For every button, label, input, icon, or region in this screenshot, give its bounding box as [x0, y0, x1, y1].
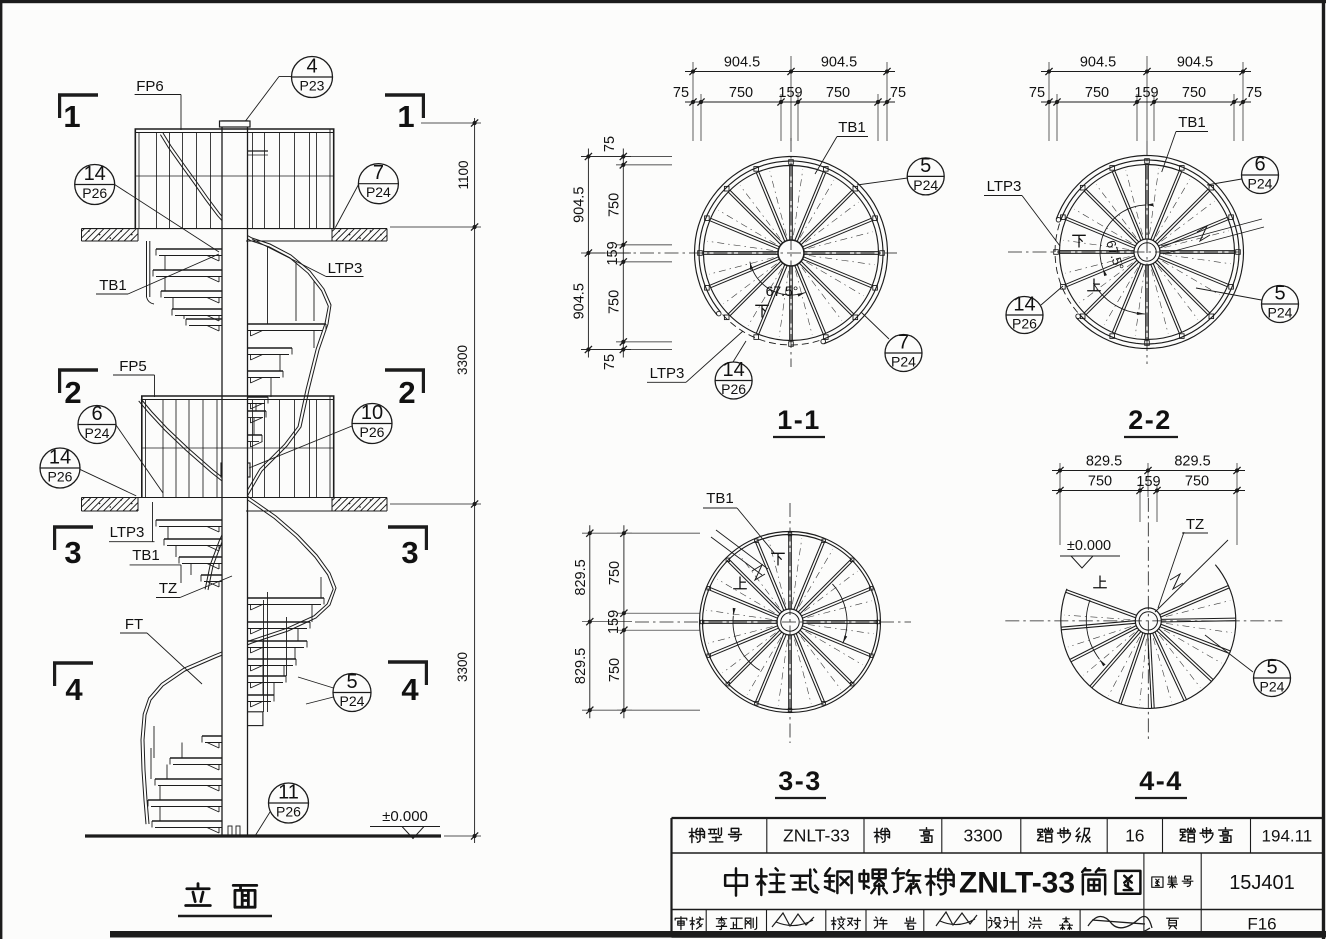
- svg-text:TB1: TB1: [838, 119, 866, 136]
- svg-text:P24: P24: [1268, 305, 1293, 321]
- svg-text:829.5: 829.5: [1174, 454, 1210, 470]
- svg-text:±0.000: ±0.000: [1067, 538, 1111, 554]
- svg-text:LTP3: LTP3: [987, 178, 1022, 195]
- svg-text:6: 6: [1254, 154, 1265, 176]
- svg-text:FP6: FP6: [136, 78, 164, 95]
- svg-text:4: 4: [65, 672, 83, 707]
- svg-text:TB1: TB1: [706, 490, 734, 507]
- svg-text:75: 75: [602, 136, 618, 152]
- svg-text:15J401: 15J401: [1229, 872, 1295, 894]
- svg-text:P26: P26: [82, 185, 107, 201]
- svg-text:4: 4: [401, 672, 419, 707]
- svg-text:3300: 3300: [455, 345, 470, 375]
- svg-text:829.5: 829.5: [1086, 454, 1122, 470]
- svg-text:5: 5: [1274, 283, 1285, 305]
- svg-text:3: 3: [401, 535, 418, 570]
- svg-text:P24: P24: [891, 354, 916, 370]
- svg-text:904.5: 904.5: [724, 55, 760, 71]
- svg-text:75: 75: [890, 85, 906, 101]
- svg-text:P23: P23: [300, 78, 325, 94]
- svg-text:750: 750: [607, 561, 623, 585]
- svg-text:75: 75: [673, 85, 689, 101]
- svg-text:5: 5: [346, 671, 357, 693]
- svg-text:194.11: 194.11: [1262, 827, 1313, 846]
- svg-text:14: 14: [84, 163, 106, 185]
- svg-text:904.5: 904.5: [1080, 55, 1116, 71]
- svg-text:14: 14: [49, 447, 71, 469]
- svg-text:16: 16: [1125, 826, 1144, 846]
- svg-text:P24: P24: [913, 177, 938, 193]
- svg-text:14: 14: [1013, 294, 1035, 316]
- svg-text:904.5: 904.5: [571, 283, 587, 319]
- svg-text:TB1: TB1: [132, 547, 160, 564]
- svg-text:3-3: 3-3: [778, 766, 822, 796]
- svg-text:904.5: 904.5: [1177, 55, 1213, 71]
- svg-text:1: 1: [397, 99, 414, 134]
- svg-text:1100: 1100: [456, 160, 471, 189]
- svg-text:LTP3: LTP3: [328, 260, 363, 277]
- svg-text:750: 750: [1185, 474, 1209, 490]
- svg-text:±0.000: ±0.000: [382, 808, 428, 825]
- svg-text:75: 75: [602, 354, 618, 370]
- svg-text:829.5: 829.5: [573, 559, 589, 595]
- svg-text:5: 5: [920, 155, 931, 177]
- svg-text:159: 159: [1134, 85, 1158, 101]
- svg-text:ZNLT-33: ZNLT-33: [783, 826, 850, 846]
- svg-text:11: 11: [278, 782, 299, 804]
- svg-text:7: 7: [373, 162, 384, 184]
- svg-text:904.5: 904.5: [571, 187, 587, 223]
- svg-text:LTP3: LTP3: [110, 524, 145, 541]
- svg-text:P26: P26: [48, 469, 73, 485]
- svg-text:1: 1: [63, 99, 80, 134]
- svg-text:159: 159: [778, 85, 802, 101]
- svg-text:P26: P26: [360, 424, 385, 440]
- svg-text:904.5: 904.5: [821, 55, 857, 71]
- svg-text:P26: P26: [1012, 316, 1037, 332]
- svg-text:750: 750: [1085, 85, 1109, 101]
- svg-text:P24: P24: [366, 184, 391, 200]
- svg-text:FT: FT: [125, 616, 143, 633]
- svg-text:P24: P24: [85, 425, 110, 441]
- svg-text:3300: 3300: [455, 652, 470, 682]
- svg-text:750: 750: [826, 85, 850, 101]
- svg-text:5: 5: [1266, 657, 1277, 679]
- svg-text:750: 750: [607, 658, 623, 682]
- svg-text:7: 7: [898, 332, 909, 354]
- svg-text:F16: F16: [1247, 915, 1276, 934]
- svg-text:TB1: TB1: [1178, 114, 1206, 131]
- svg-text:P26: P26: [721, 381, 746, 397]
- svg-text:4-4: 4-4: [1139, 766, 1183, 796]
- svg-text:P24: P24: [1248, 176, 1273, 192]
- svg-text:2: 2: [64, 375, 81, 410]
- svg-text:LTP3: LTP3: [650, 365, 685, 382]
- svg-text:P26: P26: [276, 804, 301, 820]
- svg-text:3: 3: [64, 535, 81, 570]
- svg-text:67.5°: 67.5°: [766, 283, 799, 299]
- svg-text:10: 10: [361, 402, 383, 424]
- svg-text:750: 750: [729, 85, 753, 101]
- svg-text:6: 6: [91, 403, 102, 425]
- svg-text:1-1: 1-1: [777, 405, 821, 435]
- svg-text:4: 4: [306, 56, 317, 78]
- svg-text:P24: P24: [1260, 679, 1285, 695]
- svg-text:TZ: TZ: [159, 580, 177, 597]
- svg-text:P24: P24: [340, 693, 365, 709]
- svg-text:159: 159: [1136, 474, 1160, 490]
- svg-text:2-2: 2-2: [1128, 405, 1172, 435]
- svg-text:14: 14: [722, 359, 744, 381]
- svg-text:750: 750: [606, 290, 622, 314]
- svg-text:ZNLT-33: ZNLT-33: [959, 867, 1075, 900]
- svg-text:FP5: FP5: [119, 358, 147, 375]
- svg-text:750: 750: [1088, 474, 1112, 490]
- svg-text:829.5: 829.5: [573, 648, 589, 684]
- svg-text:75: 75: [1029, 85, 1045, 101]
- svg-text:750: 750: [606, 193, 622, 217]
- svg-text:3300: 3300: [964, 826, 1003, 846]
- svg-text:75: 75: [1246, 85, 1262, 101]
- svg-text:TB1: TB1: [99, 277, 127, 294]
- svg-text:2: 2: [398, 375, 415, 410]
- svg-text:TZ: TZ: [1186, 516, 1204, 533]
- svg-text:750: 750: [1182, 85, 1206, 101]
- svg-text:159: 159: [605, 241, 621, 265]
